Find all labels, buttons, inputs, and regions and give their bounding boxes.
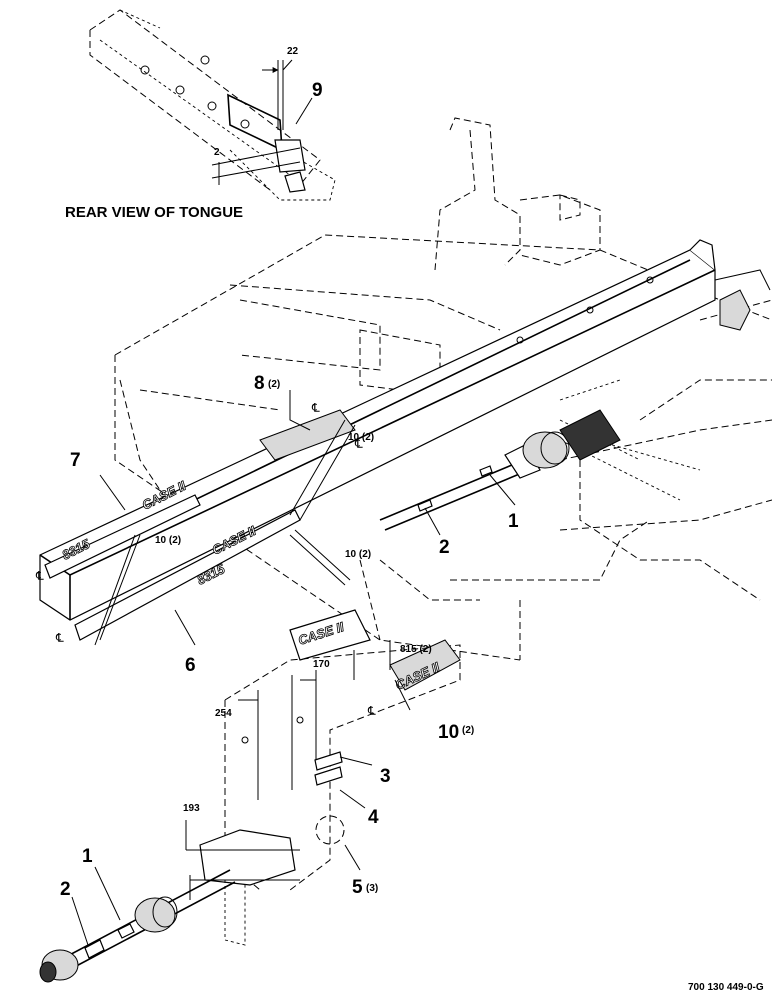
dimension-line-10c: [289, 529, 351, 586]
main-driveshaft: [379, 409, 621, 531]
dimension-254: 254: [215, 708, 232, 719]
callout-6: 6: [185, 655, 196, 676]
main-tongue: [39, 239, 771, 621]
callout-9: 9: [312, 80, 323, 101]
decal-1-on-shaft: [479, 465, 493, 477]
decal-1-lower: [117, 923, 135, 939]
callout-4: 4: [368, 807, 379, 828]
centerline-mark: ℄: [35, 569, 44, 583]
callout-7: 7: [70, 450, 81, 471]
callout-8: 8: [254, 373, 265, 394]
callout-8-qty: (2): [268, 379, 280, 390]
callout-5-qty: (3): [366, 883, 378, 894]
dimension-10c: 10 (2): [345, 549, 371, 560]
leader-lines: [71, 390, 516, 946]
dimension-193: 193: [183, 803, 200, 814]
dimension-22: 22: [287, 46, 299, 57]
dimension-2: 2: [214, 147, 220, 158]
callout-1: 1: [508, 511, 519, 532]
callout-3: 3: [380, 766, 391, 787]
callout-10-qty: (2): [462, 725, 474, 736]
dimension-10b: 10 (2): [155, 535, 181, 546]
callout-2: 2: [439, 537, 450, 558]
callout-10: 10: [438, 722, 459, 743]
lower-driveshaft: [39, 869, 236, 983]
view-title: REAR VIEW OF TONGUE: [65, 204, 243, 221]
centerline-mark: ℄: [354, 437, 363, 451]
callout-2-lower: 2: [60, 879, 71, 900]
decal-8-shield: [259, 409, 356, 461]
centerline-mark: ℄: [55, 631, 64, 645]
centerline-mark: ℄: [311, 401, 320, 415]
figure-number: 700 130 449-0-G: [688, 982, 764, 993]
centerline-mark: ℄: [367, 704, 376, 718]
callout-5: 5: [352, 877, 363, 898]
decal-2-lower: [84, 939, 105, 959]
dimension-170: 170: [313, 659, 330, 670]
dimension-10a: 10 (2): [348, 432, 374, 443]
dimension-815: 815 (2): [400, 644, 432, 655]
decal-2-on-shaft: [417, 499, 433, 512]
callout-1-lower: 1: [82, 846, 93, 867]
dimension-line-10b: [94, 534, 141, 646]
dimension-line-10a: [289, 419, 356, 521]
rear-view-of-tongue-inset: [89, 9, 336, 201]
